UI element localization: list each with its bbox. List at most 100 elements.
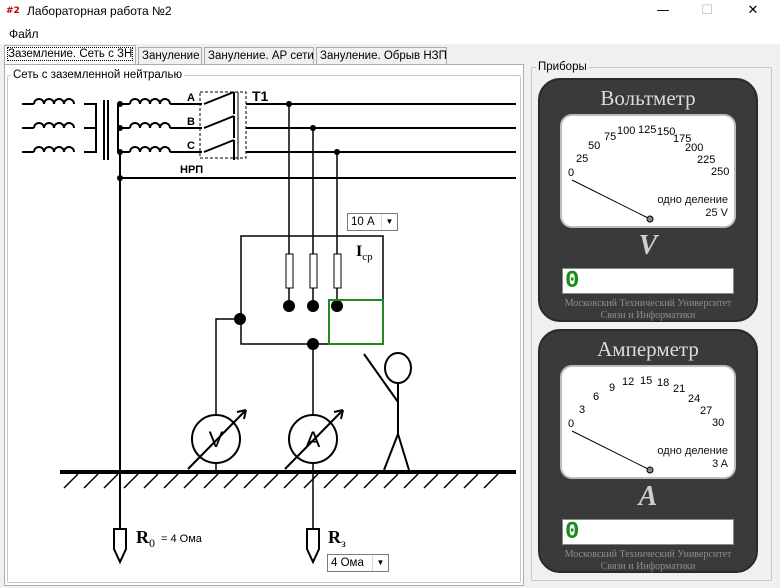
tab-zeroing[interactable]: Зануление xyxy=(138,47,202,65)
svg-text:100: 100 xyxy=(617,125,635,137)
app-icon: #2 xyxy=(6,6,20,16)
needle-pivot xyxy=(646,215,654,223)
network-groupbox xyxy=(7,75,521,583)
voltmeter-division: одно деление 25 V xyxy=(657,194,728,220)
ammeter-dial: 0 3 6 9 12 15 18 21 24 27 30 одно делени… xyxy=(560,365,736,479)
voltmeter-unit: V xyxy=(638,230,658,261)
voltmeter-dial: 0 25 50 75 100 125 150 175 200 225 250 о… xyxy=(560,114,736,228)
ammeter-reading: 0 xyxy=(562,519,734,546)
rz-resistance-select[interactable]: 4 Ома ▼ xyxy=(327,554,389,572)
division-label: одно деление xyxy=(657,445,728,457)
fuse-current-value: 10 А xyxy=(351,216,375,228)
voltmeter-scale: 0 25 50 75 100 125 150 175 200 225 250 xyxy=(568,124,729,223)
caption-line: Московский Технический Университет xyxy=(564,549,732,560)
window-title: Лабораторная работа №2 xyxy=(27,4,172,18)
fuse-current-select[interactable]: 10 А ▼ xyxy=(347,213,398,231)
r0-value: = 4 Ома xyxy=(161,533,203,545)
voltmeter-panel: Вольтметр 0 25 50 75 100 125 150 175 200… xyxy=(538,78,758,322)
touch-zone[interactable] xyxy=(328,299,384,345)
svg-text:225: 225 xyxy=(697,154,715,166)
tab-label: Заземление. Сеть с ЗН xyxy=(6,47,134,61)
caption-line: Связи и Информатики xyxy=(600,561,696,572)
ground-electrode-rz xyxy=(306,528,320,565)
tab-label: Зануление. Обрыв НЗП xyxy=(320,50,447,62)
title-bar: #2 Лабораторная работа №2 — ☐ ✕ xyxy=(0,0,780,24)
voltmeter-caption: Московский Технический Университет Связи… xyxy=(540,298,756,322)
phase-b-label: B xyxy=(187,116,195,128)
tab-label: Зануление xyxy=(142,50,200,62)
svg-text:75: 75 xyxy=(604,131,616,143)
voltmeter-lead xyxy=(215,318,241,436)
ammeter-title: Амперметр xyxy=(597,337,699,361)
ammeter-division: одно деление 3 A xyxy=(657,445,728,471)
chevron-down-icon: ▼ xyxy=(381,214,397,230)
ammeter-scale: 0 3 6 9 12 15 18 21 24 27 30 xyxy=(568,375,724,474)
phase-a-label: A xyxy=(187,92,195,104)
svg-text:125: 125 xyxy=(638,124,656,136)
earth-hatching xyxy=(63,473,499,489)
svg-text:21: 21 xyxy=(673,383,685,395)
ammeter-unit: A xyxy=(638,481,658,512)
svg-text:50: 50 xyxy=(588,140,600,152)
svg-text:6: 6 xyxy=(593,391,599,403)
r0-label: R0 xyxy=(136,527,155,550)
svg-text:15: 15 xyxy=(640,375,652,387)
person-figure xyxy=(363,352,412,471)
svg-text:18: 18 xyxy=(657,377,669,389)
division-value: 25 V xyxy=(705,207,728,219)
svg-text:12: 12 xyxy=(622,376,634,388)
maximize-button[interactable]: ☐ xyxy=(701,3,713,18)
svg-text:24: 24 xyxy=(688,393,700,405)
close-button[interactable]: ✕ xyxy=(747,3,759,18)
svg-text:30: 30 xyxy=(712,417,724,429)
breaker-contacts xyxy=(203,91,239,160)
ammeter-panel: Амперметр 0 3 6 9 12 15 18 21 24 27 30 о… xyxy=(538,329,758,573)
transformer-label: T1 xyxy=(252,88,269,104)
needle-pivot xyxy=(646,466,654,474)
current-symbol: Iср xyxy=(356,243,373,263)
voltmeter-title: Вольтметр xyxy=(600,86,696,110)
caption-line: Московский Технический Университет xyxy=(564,298,732,309)
instruments-groupbox-caption: Приборы xyxy=(536,61,589,74)
minimize-button[interactable]: — xyxy=(656,3,670,18)
division-value: 3 A xyxy=(712,458,728,470)
svg-text:200: 200 xyxy=(685,142,703,154)
svg-text:25: 25 xyxy=(576,153,588,165)
svg-text:9: 9 xyxy=(609,382,615,394)
rz-resistance-value: 4 Ома xyxy=(331,557,364,569)
ammeter-needle xyxy=(571,430,651,471)
ammeter-caption: Московский Технический Университет Связи… xyxy=(540,549,756,573)
svg-text:0: 0 xyxy=(568,418,574,430)
circuit-schematic: A B C T1 НРП Iср V xyxy=(22,88,516,565)
instruments-groupbox xyxy=(531,67,772,581)
svg-text:250: 250 xyxy=(711,166,729,178)
svg-text:27: 27 xyxy=(700,405,712,417)
voltmeter-reading: 0 xyxy=(562,268,734,295)
voltmeter-needle xyxy=(571,179,651,220)
neutral-label: НРП xyxy=(180,164,203,176)
svg-text:0: 0 xyxy=(568,167,574,179)
svg-text:175: 175 xyxy=(673,133,691,145)
transformer-primary xyxy=(22,98,97,153)
ground-electrode-r0 xyxy=(113,528,127,565)
breaker-box xyxy=(199,91,247,159)
caption-line: Связи и Информатики xyxy=(600,310,696,321)
rz-label: Rз xyxy=(328,527,346,550)
svg-text:3: 3 xyxy=(579,404,585,416)
tab-label: Зануление. АР сети xyxy=(208,50,314,62)
menu-file[interactable]: Файл xyxy=(9,27,39,41)
svg-text:A: A xyxy=(306,427,321,452)
tab-zeroing-break[interactable]: Зануление. Обрыв НЗП xyxy=(316,47,447,65)
division-label: одно деление xyxy=(657,194,728,206)
transformer-secondary xyxy=(117,98,171,153)
tab-zeroing-ar[interactable]: Зануление. АР сети xyxy=(204,47,314,65)
transformer-core xyxy=(103,100,109,160)
svg-text:150: 150 xyxy=(657,126,675,138)
tab-grounding-network[interactable]: Заземление. Сеть с ЗН xyxy=(4,45,136,66)
network-groupbox-caption: Сеть с заземленной нейтралью xyxy=(11,69,185,82)
voltmeter-symbol: V xyxy=(187,409,247,470)
phase-c-label: C xyxy=(187,140,195,152)
svg-text:V: V xyxy=(209,427,224,452)
fuses xyxy=(285,253,342,289)
ammeter-symbol: A xyxy=(284,409,344,470)
